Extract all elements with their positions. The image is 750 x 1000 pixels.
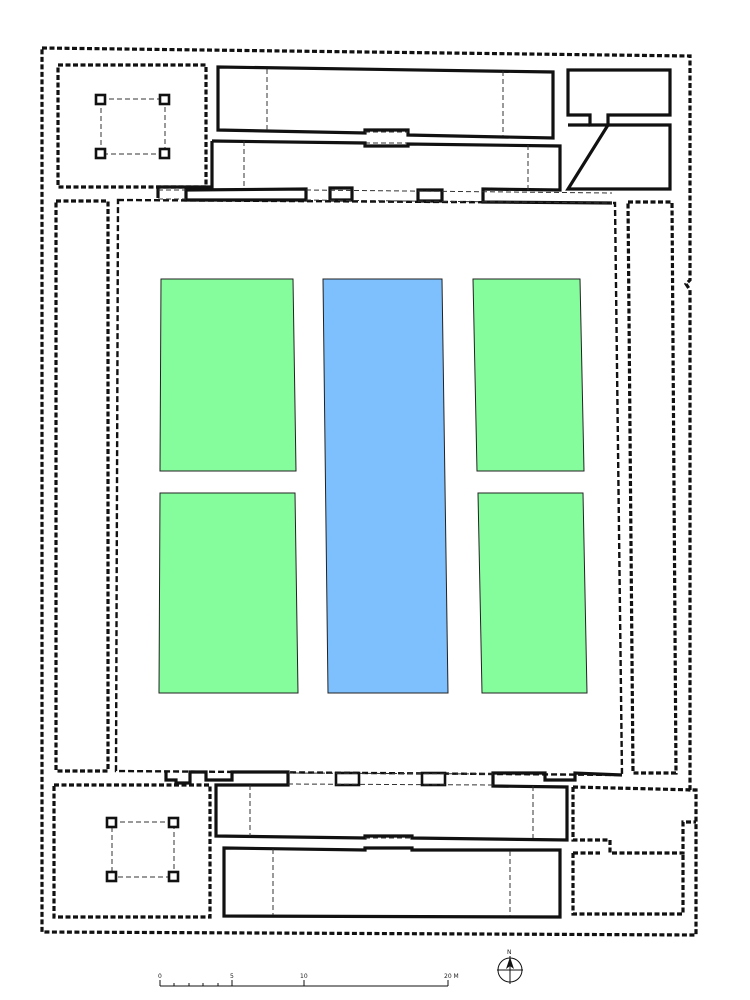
garden-bed-ne: [472, 278, 585, 472]
north-arrow-icon: N: [497, 949, 523, 984]
nw-pavilion-outline: [100, 98, 166, 155]
garden-bed-se: [477, 492, 588, 694]
ne-room-upper: [566, 68, 672, 127]
south-pier-b: [420, 771, 447, 787]
scale-tick-10: 10: [300, 973, 308, 980]
scale-tick-20: 20 M: [444, 973, 459, 980]
east-long-chamber: [626, 200, 678, 775]
nw-corner-room: [56, 63, 208, 189]
south-pier-a: [334, 771, 361, 787]
sw-pier-2: [167, 816, 180, 829]
garden-bed-sw: [158, 492, 299, 694]
north-label: N: [507, 949, 512, 956]
scale-tick-5: 5: [230, 973, 234, 980]
south-lower-hall: [222, 846, 562, 919]
central-water-channel: [322, 278, 449, 694]
ne-room-lower: [565, 123, 672, 191]
north-lower-hall: [211, 139, 613, 205]
nw-pier-1: [94, 93, 107, 106]
courtyard-wall: [114, 198, 624, 777]
garden-bed-nw: [159, 278, 297, 472]
sw-pavilion-outline: [111, 821, 175, 878]
sw-pier-3: [105, 870, 118, 883]
nw-pier-2: [158, 93, 171, 106]
sw-pier-4: [167, 870, 180, 883]
nw-pier-4: [158, 147, 171, 160]
scale-tick-0: 0: [158, 973, 162, 980]
sw-pier-1: [105, 816, 118, 829]
nw-pier-3: [94, 147, 107, 160]
se-room-lower: [571, 851, 685, 916]
se-room-upper: [571, 785, 697, 855]
west-long-chamber: [54, 199, 110, 773]
outer-enclosure-wall: [40, 46, 698, 937]
sw-corner-room: [52, 783, 212, 919]
scale-bar: 0 5 10 20 M: [158, 973, 459, 987]
south-upper-hall: [164, 770, 623, 842]
north-upper-hall: [216, 65, 555, 140]
